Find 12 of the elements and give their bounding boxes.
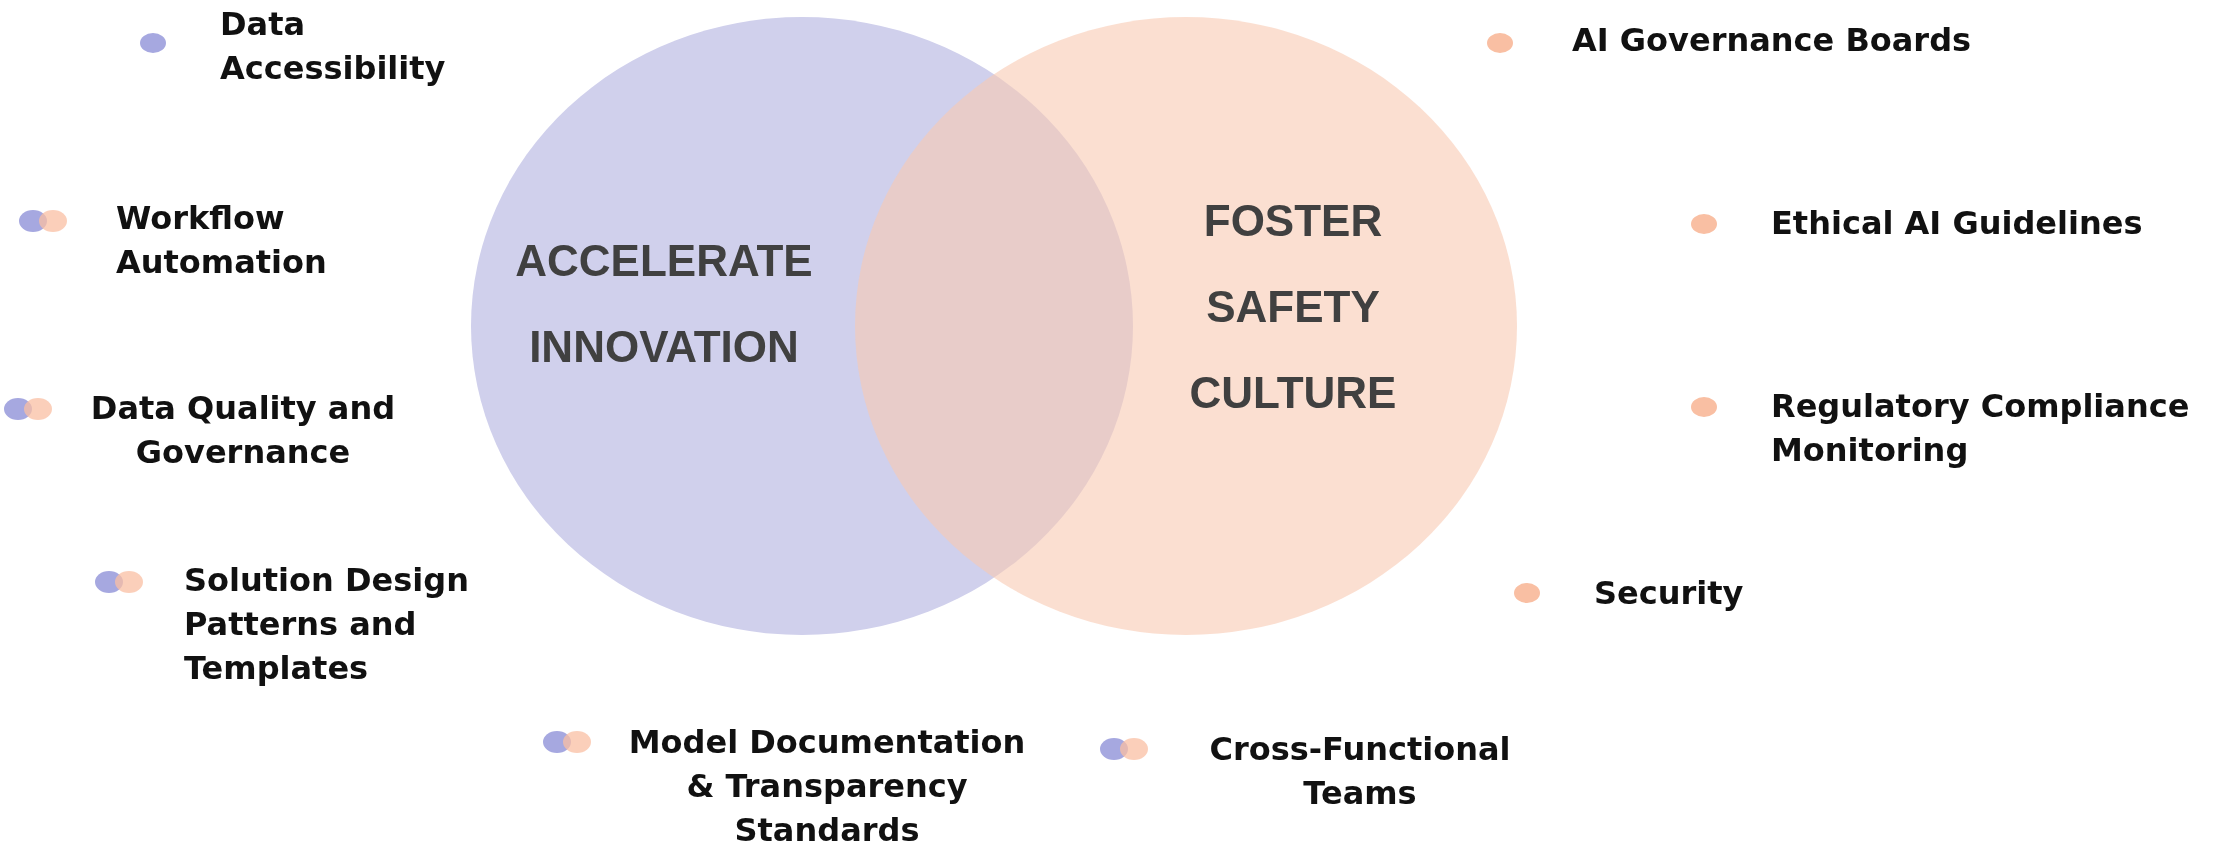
- legend-label: Model Documentation & Transparency Standards: [627, 722, 1027, 847]
- legend-label: AI Governance Boards: [1572, 20, 1973, 61]
- circle-label: ACCELERATE INNOVATION: [514, 235, 814, 373]
- legend-label: Ethical AI Guidelines: [1771, 203, 2144, 244]
- legend-label: Workflow Automation: [116, 198, 328, 283]
- legend-label: Regulatory Compliance Monitoring: [1771, 386, 2191, 471]
- legend-label: Security: [1594, 573, 1745, 614]
- legend-label: Data Quality and Governance: [89, 388, 397, 473]
- legend-label: Solution Design Patterns and Templates: [184, 560, 470, 689]
- legend-label: Cross-Functional Teams: [1208, 729, 1512, 814]
- legend-label: Data Accessibility: [220, 4, 447, 89]
- circle-label: FOSTER SAFETY CULTURE: [1188, 195, 1398, 419]
